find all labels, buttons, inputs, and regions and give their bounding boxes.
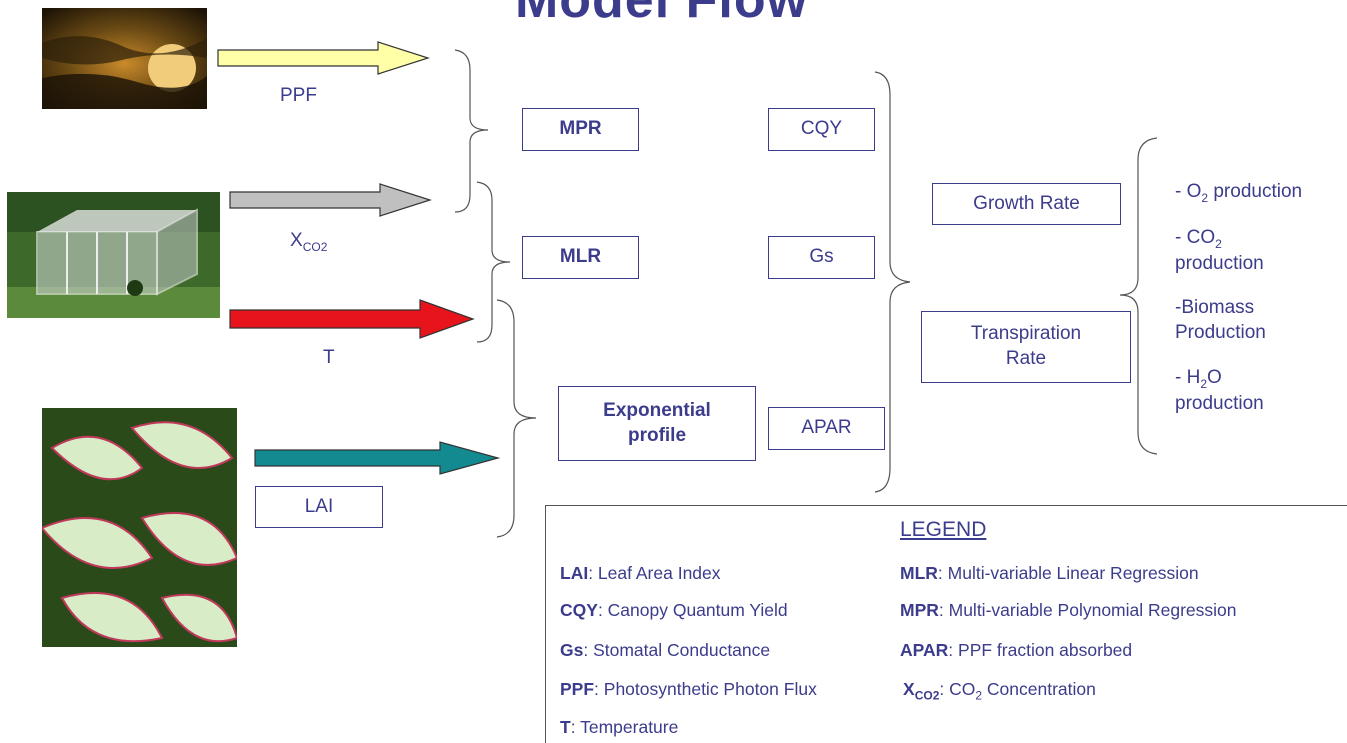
brace-mlr bbox=[476, 181, 511, 343]
exponential-profile-box: Exponential profile bbox=[558, 386, 756, 461]
apar-box: APAR bbox=[768, 407, 885, 450]
brace-outputs bbox=[1119, 137, 1158, 455]
cqy-box: CQY bbox=[768, 108, 875, 151]
leaf-photo bbox=[42, 408, 237, 647]
legend-gs: Gs: Stomatal Conductance bbox=[560, 640, 771, 660]
page-title: Model Flow bbox=[514, 0, 809, 29]
brace-growth bbox=[874, 71, 911, 283]
xco2-arrow bbox=[229, 183, 432, 217]
t-arrow bbox=[229, 299, 475, 339]
ppf-label: PPF bbox=[280, 85, 317, 106]
lai-box: LAI bbox=[255, 486, 383, 528]
t-label: T bbox=[323, 347, 335, 368]
brace-mpr bbox=[454, 49, 489, 213]
brace-exp bbox=[496, 299, 537, 538]
legend-mpr: MPR: Multi-variable Polynomial Regressio… bbox=[900, 600, 1237, 620]
legend-ppf: PPF: Photosynthetic Photon Flux bbox=[560, 679, 817, 699]
legend-xco2: XCO2: CO2 Concentration bbox=[903, 679, 1096, 703]
transpiration-rate-box: Transpiration Rate bbox=[921, 311, 1131, 383]
legend-t: T: Temperature bbox=[560, 717, 679, 737]
growth-rate-box: Growth Rate bbox=[932, 183, 1121, 225]
legend-mlr: MLR: Multi-variable Linear Regression bbox=[900, 563, 1199, 583]
legend-apar: APAR: PPF fraction absorbed bbox=[900, 640, 1133, 660]
output-o2: - O2 production bbox=[1175, 181, 1303, 205]
mlr-box: MLR bbox=[522, 236, 639, 279]
sun-photo bbox=[42, 8, 207, 109]
legend-lai: LAI: Leaf Area Index bbox=[560, 563, 721, 583]
legend-panel bbox=[545, 505, 1347, 743]
xco2-label: XCO2 bbox=[290, 230, 328, 254]
greenhouse-photo bbox=[7, 192, 220, 318]
brace-transp bbox=[874, 281, 911, 493]
output-co2: - CO2 production bbox=[1175, 227, 1264, 275]
mpr-box: MPR bbox=[522, 108, 639, 151]
ppf-arrow bbox=[217, 41, 430, 75]
output-biomass: -Biomass Production bbox=[1175, 297, 1266, 343]
lai-arrow bbox=[254, 441, 501, 475]
gs-box: Gs bbox=[768, 236, 875, 279]
output-h2o: - H2O production bbox=[1175, 367, 1264, 415]
legend-cqy: CQY: Canopy Quantum Yield bbox=[560, 600, 788, 620]
legend-title: LEGEND bbox=[900, 518, 987, 541]
